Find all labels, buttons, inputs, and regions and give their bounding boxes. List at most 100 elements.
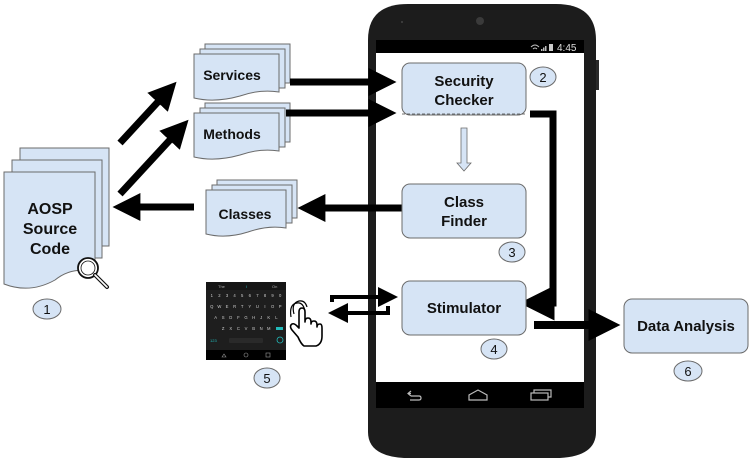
keyboard-suggestion: The: [218, 284, 226, 289]
keyboard-key: N: [260, 326, 263, 331]
classes-label: Classes: [219, 206, 272, 222]
recents-button-icon[interactable]: [530, 389, 552, 401]
keyboard-key: 5: [241, 293, 244, 298]
keyboard-key: D: [229, 315, 232, 320]
keyboard-key: 6: [249, 293, 252, 298]
arrow-checker-to-stimulator: [519, 110, 557, 321]
keyboard-key: L: [275, 315, 278, 320]
class-finder-box: Class Finder: [401, 183, 527, 239]
keyboard-key: Z: [222, 326, 225, 331]
kb-back-icon: [221, 353, 227, 358]
source-line-3: Code: [30, 241, 70, 258]
navigation-bar: [376, 382, 584, 408]
keyboard-key: 8: [264, 293, 267, 298]
keyboard-key: X: [229, 326, 232, 331]
arrow-source-to-methods: [117, 119, 189, 197]
classes-document: Classes: [205, 179, 298, 237]
class-finder-line-2: Finder: [441, 213, 487, 230]
step-badge-3: 3: [498, 241, 526, 263]
arrow-checker-to-finder: [456, 127, 472, 172]
keyboard-key: S: [222, 315, 225, 320]
keyboard-key: M: [267, 326, 271, 331]
keyboard-spacebar: [229, 338, 263, 343]
phone-side-button: [596, 60, 599, 90]
status-bar: [376, 40, 584, 53]
keyboard-suggestion: On: [272, 284, 277, 289]
keyboard-key: A: [214, 315, 217, 320]
keyboard-key: 0: [279, 293, 282, 298]
keyboard-key: R: [233, 304, 236, 309]
keyboard-emoji-icon: [276, 336, 284, 344]
arrow-source-to-services: [117, 81, 177, 146]
back-button-icon[interactable]: [407, 390, 422, 401]
aosp-source-code-document: AOSP Source Code: [3, 147, 110, 289]
svg-text:4: 4: [490, 342, 497, 357]
keyboard-key: T: [241, 304, 244, 309]
step-badge-1: 1: [32, 298, 62, 320]
step-badge-6: 6: [673, 360, 703, 382]
step-badge-5: 5: [253, 367, 281, 389]
kb-home-icon: [243, 352, 249, 358]
methods-document: Methods: [193, 102, 291, 160]
status-time: 4:45: [557, 43, 577, 54]
keyboard-key: K: [267, 315, 270, 320]
svg-text:5: 5: [263, 371, 270, 386]
keyboard-key: V: [245, 326, 248, 331]
keyboard-key: 3: [226, 293, 229, 298]
source-line-1: AOSP: [27, 201, 73, 218]
keyboard-key: U: [256, 304, 259, 309]
services-label: Services: [203, 67, 261, 83]
keyboard-mode-key: 123: [210, 338, 217, 343]
keyboard-enter-key: [276, 327, 283, 330]
front-camera: [476, 17, 484, 25]
wifi-icon: [530, 44, 540, 50]
keyboard-key: C: [237, 326, 240, 331]
keyboard-key: J: [260, 315, 262, 320]
kb-recents-icon: [265, 352, 271, 358]
services-document: Services: [193, 43, 291, 101]
stimulator-box: Stimulator: [401, 280, 527, 336]
keyboard-key: G: [244, 315, 247, 320]
arrow-keyboard-stimulator-loop: [328, 287, 398, 323]
keyboard-key: B: [252, 326, 255, 331]
step-badge-2: 2: [529, 66, 557, 88]
svg-text:3: 3: [508, 245, 515, 260]
svg-text:1: 1: [43, 302, 50, 317]
battery-icon: [549, 44, 553, 51]
security-checker-box: Security Checker: [401, 62, 527, 116]
keyboard-key: Y: [248, 304, 251, 309]
keyboard-key: I: [264, 304, 265, 309]
data-analysis-box: Data Analysis: [623, 298, 749, 354]
keyboard-suggestions: The I On: [218, 284, 277, 289]
svg-text:2: 2: [539, 70, 546, 85]
signal-icon: [541, 46, 547, 51]
keyboard-key: E: [226, 304, 229, 309]
keyboard-key: 9: [271, 293, 274, 298]
keyboard-key: 7: [256, 293, 259, 298]
keyboard-key: 4: [233, 293, 236, 298]
sensor: [401, 21, 403, 23]
magnifier-icon: [77, 257, 109, 289]
keyboard-key: 1: [211, 293, 214, 298]
touch-hand-icon: [289, 300, 323, 347]
security-checker-line-2: Checker: [434, 92, 493, 109]
keyboard-key: P: [279, 304, 282, 309]
methods-label: Methods: [203, 126, 261, 142]
keyboard-key: Q: [210, 304, 214, 309]
source-line-2: Source: [23, 221, 77, 238]
keyboard-key: F: [237, 315, 240, 320]
keyboard-suggestion: I: [246, 284, 247, 289]
step-badge-4: 4: [480, 338, 508, 360]
class-finder-line-1: Class: [444, 194, 484, 211]
home-button-icon[interactable]: [468, 389, 488, 401]
security-checker-line-1: Security: [434, 73, 494, 90]
keyboard-key: O: [271, 304, 275, 309]
keyboard-key: H: [252, 315, 255, 320]
stimulator-label: Stimulator: [427, 300, 501, 317]
data-analysis-label: Data Analysis: [637, 318, 735, 335]
svg-text:6: 6: [684, 364, 691, 379]
keyboard-key: 2: [218, 293, 221, 298]
